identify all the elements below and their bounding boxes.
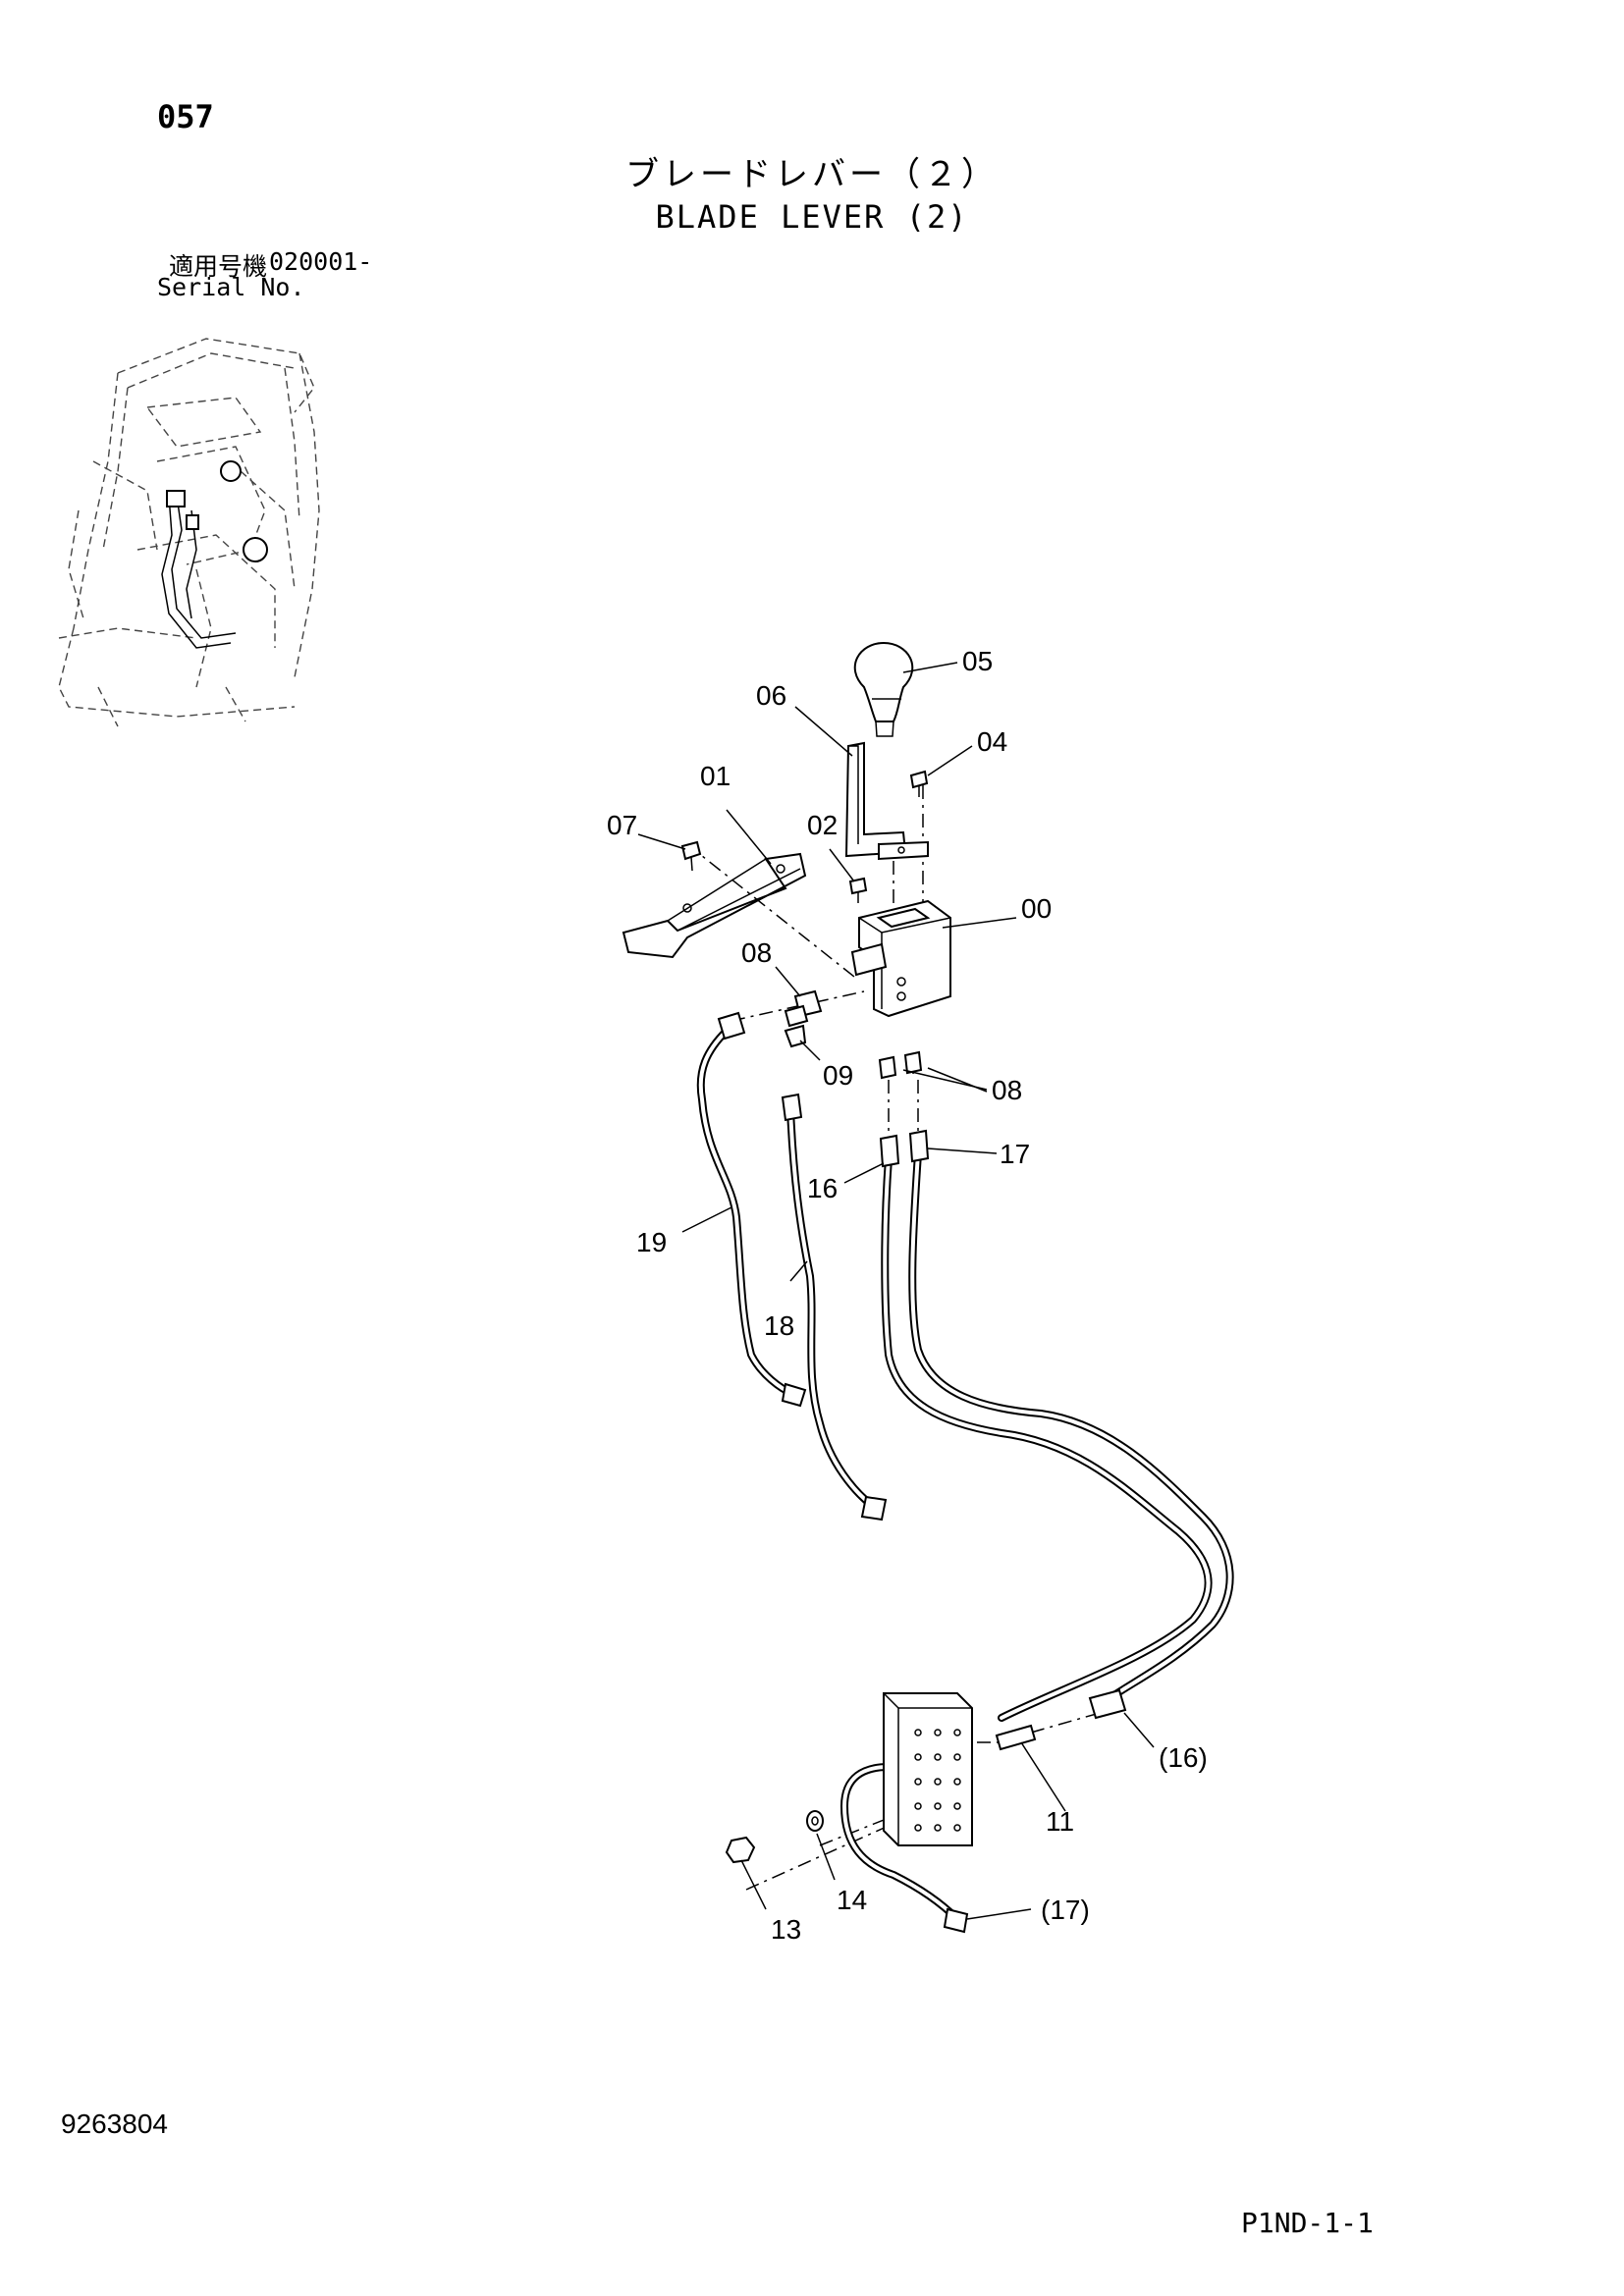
callout-11: 11 [1046, 1806, 1074, 1837]
pilot-valve-part-00 [850, 899, 951, 1018]
serial-label-english: Serial No. [157, 273, 305, 301]
bolt-part-07 [680, 840, 702, 872]
hose-part-17-lower [839, 1763, 969, 1934]
lever-part-06 [844, 741, 929, 861]
callout-labels: 05 06 04 01 07 02 00 08 09 08 16 17 19 1… [607, 646, 1208, 1945]
serial-number-value: 020001- [269, 247, 373, 276]
callout-19: 19 [636, 1227, 667, 1257]
callout-leaders [637, 662, 1155, 1920]
hose-part-18 [781, 1093, 888, 1522]
callout-14: 14 [837, 1885, 867, 1915]
bracket-part-01 [622, 852, 807, 959]
page-number: 057 [157, 98, 214, 135]
callout-01: 01 [700, 761, 731, 791]
callout-02: 02 [807, 810, 838, 840]
callout-06: 06 [756, 680, 786, 711]
callout-09: 09 [823, 1060, 853, 1091]
hose-part-19 [696, 1011, 807, 1408]
callout-05: 05 [962, 646, 993, 676]
serial-label-japanese: 適用号機 [169, 252, 268, 281]
adapter-part-08-upper [784, 989, 823, 1028]
callout-08-upper: 08 [741, 937, 772, 968]
callout-07: 07 [607, 810, 637, 840]
callout-17: 17 [1000, 1139, 1030, 1169]
hose-parts-16-17 [879, 1129, 1234, 1722]
washer-part-14 [806, 1810, 824, 1832]
sheet-code: P1ND-1-1 [1241, 2207, 1374, 2239]
machine-location-inset [58, 338, 320, 727]
title-english: BLADE LEVER (2) [655, 198, 969, 236]
callout-04: 04 [977, 726, 1007, 757]
nut-part-13 [725, 1836, 756, 1864]
callout-08-lower: 08 [992, 1075, 1022, 1105]
callout-17-ref: (17) [1041, 1895, 1090, 1925]
adapter-part-08-lower [878, 1050, 923, 1080]
block-part-11 [883, 1692, 1037, 1846]
callout-16-ref: (16) [1159, 1742, 1208, 1773]
callout-00: 00 [1021, 893, 1052, 924]
bolt-part-04 [909, 770, 929, 797]
callout-13: 13 [771, 1914, 801, 1945]
callout-16: 16 [807, 1173, 838, 1203]
document-number: 9263804 [61, 2109, 169, 2139]
title-japanese: ブレードレバー（２） [625, 155, 999, 194]
callout-18: 18 [764, 1310, 794, 1341]
bolt-part-02 [848, 877, 868, 903]
lever-knob-part-05 [853, 641, 914, 737]
